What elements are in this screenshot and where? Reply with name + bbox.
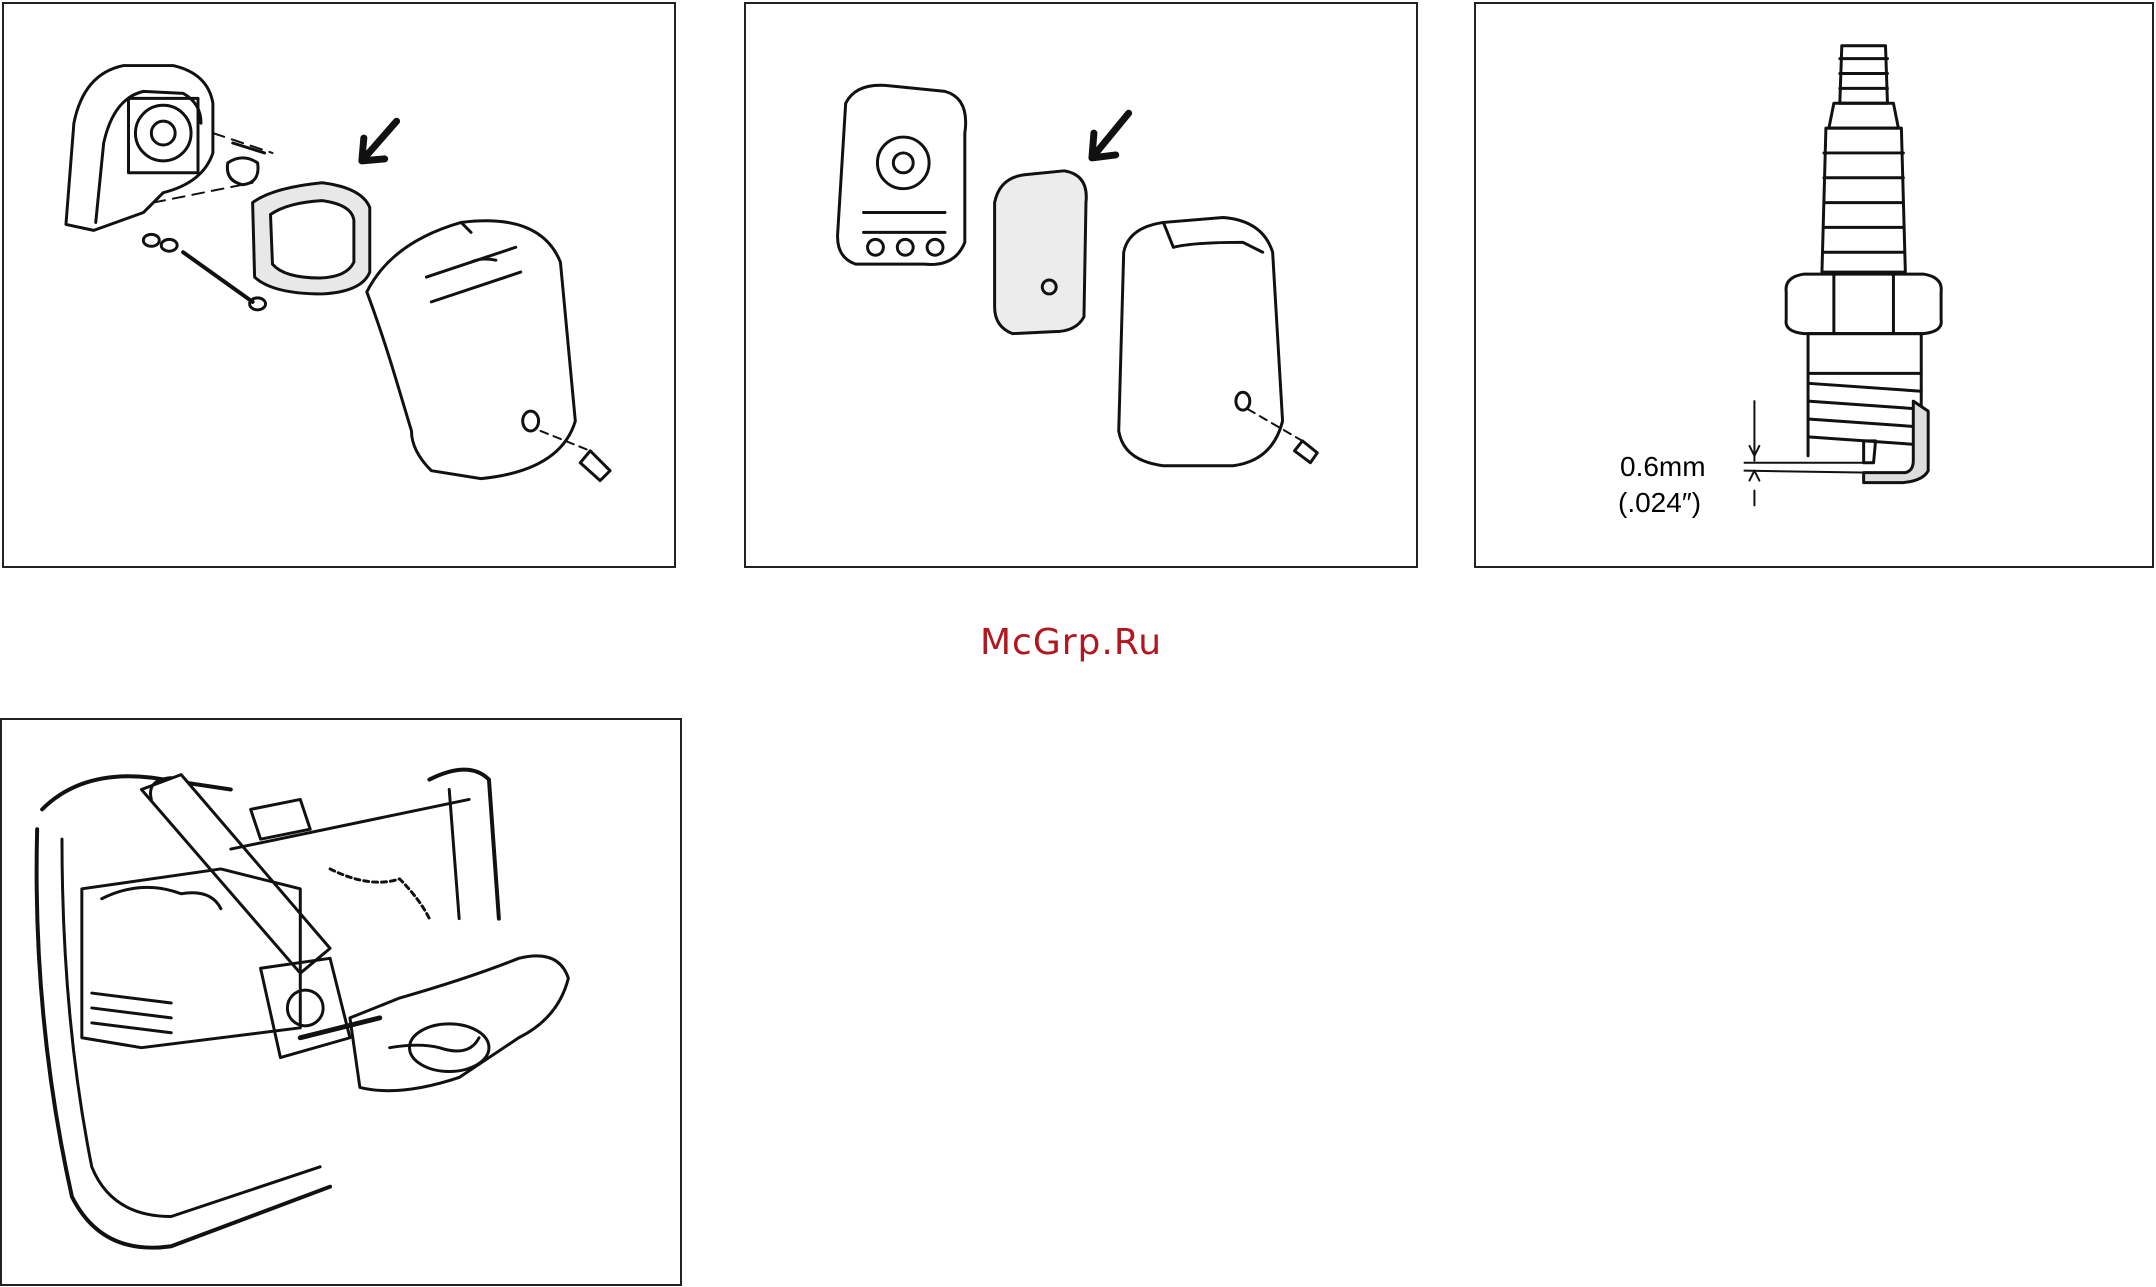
spark-plug-gap-mm-label: 0.6mm <box>1620 451 1706 483</box>
carburetor-adjustment-illustration <box>0 718 682 1286</box>
spark-plug-gap-inch-label: (.024″) <box>1618 487 1701 519</box>
spark-plug-illustration <box>1474 2 2154 568</box>
air-filter-felt-drawing <box>746 4 1416 566</box>
watermark-text: McGrp.Ru <box>980 622 1162 663</box>
air-filter-foam-illustration <box>2 2 676 568</box>
carburetor-adjustment-drawing <box>2 720 680 1284</box>
air-filter-felt-illustration <box>744 2 1418 568</box>
spark-plug-drawing <box>1476 4 2152 566</box>
air-filter-foam-drawing <box>4 4 674 566</box>
